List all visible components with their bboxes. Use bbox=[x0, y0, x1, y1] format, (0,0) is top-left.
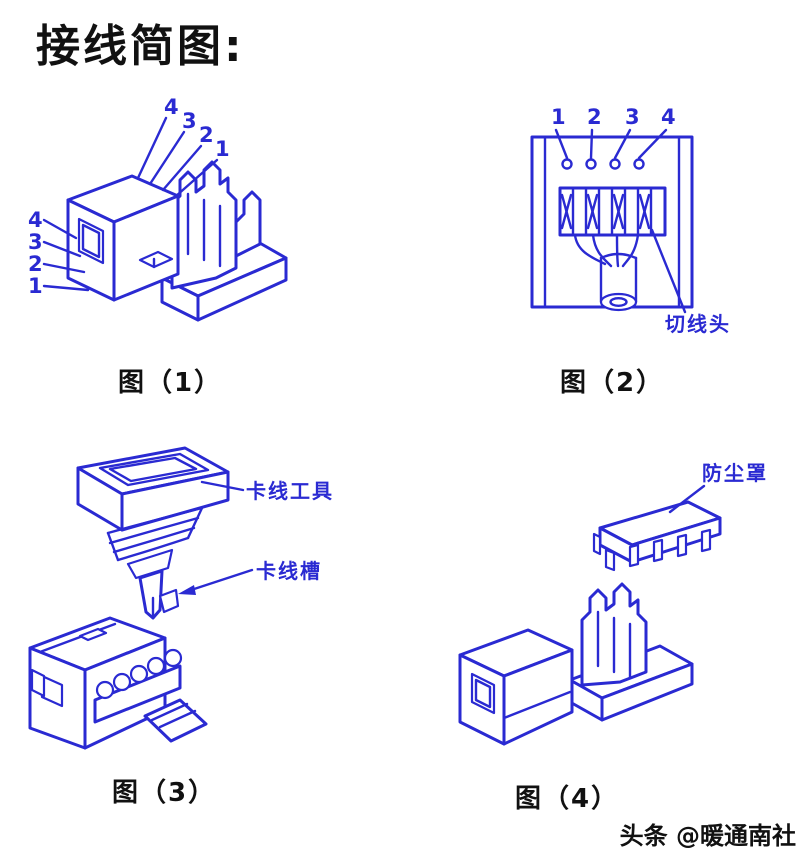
cover-leader-line bbox=[668, 484, 706, 514]
fig2-label-3: 3 bbox=[625, 105, 640, 129]
fig1-side-label-1: 1 bbox=[28, 274, 43, 298]
figure-1-illustration: 4 3 2 1 4 3 2 1 bbox=[28, 95, 288, 322]
jack-body bbox=[66, 174, 180, 302]
figure-3-illustration: 卡线工具 卡线槽 bbox=[28, 446, 334, 750]
figure-2-caption: 图（2） bbox=[560, 368, 665, 398]
fig1-side-label-3: 3 bbox=[28, 230, 43, 254]
fig2-label-2: 2 bbox=[587, 105, 602, 129]
punch-tool-blade bbox=[138, 569, 180, 620]
figure-4-caption: 图（4） bbox=[515, 784, 620, 814]
watermark-credit: 头条 @暖通南社 bbox=[619, 822, 796, 850]
tool-label: 卡线工具 bbox=[246, 479, 334, 503]
fig2-label-4: 4 bbox=[661, 105, 676, 129]
wire-ends bbox=[561, 158, 645, 170]
fig1-top-label-4: 4 bbox=[164, 95, 179, 119]
punch-tool-grip bbox=[106, 506, 204, 580]
flat-cable-tab bbox=[143, 698, 208, 743]
slot-leader-arrow bbox=[178, 568, 254, 595]
figure-2-illustration: 1 2 3 4 bbox=[530, 105, 731, 336]
fig1-top-label-1: 1 bbox=[215, 137, 230, 161]
fig1-side-label-2: 2 bbox=[28, 252, 43, 276]
fig1-top-label-3: 3 bbox=[182, 109, 197, 133]
contact-block bbox=[170, 160, 262, 290]
fig1-side-label-4: 4 bbox=[28, 208, 43, 232]
wire-number-leaders-top bbox=[136, 116, 219, 198]
contact-row bbox=[93, 648, 183, 724]
contact-block bbox=[580, 582, 648, 687]
cut-end-label: 切线头 bbox=[665, 312, 731, 336]
jack-body bbox=[458, 628, 574, 746]
figure-4-illustration: 防尘罩 bbox=[458, 461, 768, 746]
dust-cover bbox=[592, 500, 722, 572]
cable bbox=[599, 252, 638, 312]
wire-number-leaders-side bbox=[42, 218, 90, 292]
cover-label: 防尘罩 bbox=[702, 461, 768, 485]
slot-label: 卡线槽 bbox=[256, 559, 322, 583]
fig2-label-1: 1 bbox=[551, 105, 566, 129]
fig1-top-label-2: 2 bbox=[199, 123, 214, 147]
figure-1-caption: 图（1） bbox=[118, 368, 223, 398]
figure-3-caption: 图（3） bbox=[112, 778, 217, 808]
tool-leader-line bbox=[200, 480, 245, 492]
wire-number-leaders bbox=[554, 128, 668, 160]
cut-end-leader-line bbox=[650, 228, 687, 314]
terminal-block bbox=[558, 186, 667, 237]
punch-tool-head bbox=[76, 446, 230, 532]
page-title: 接线简图: bbox=[36, 21, 245, 72]
